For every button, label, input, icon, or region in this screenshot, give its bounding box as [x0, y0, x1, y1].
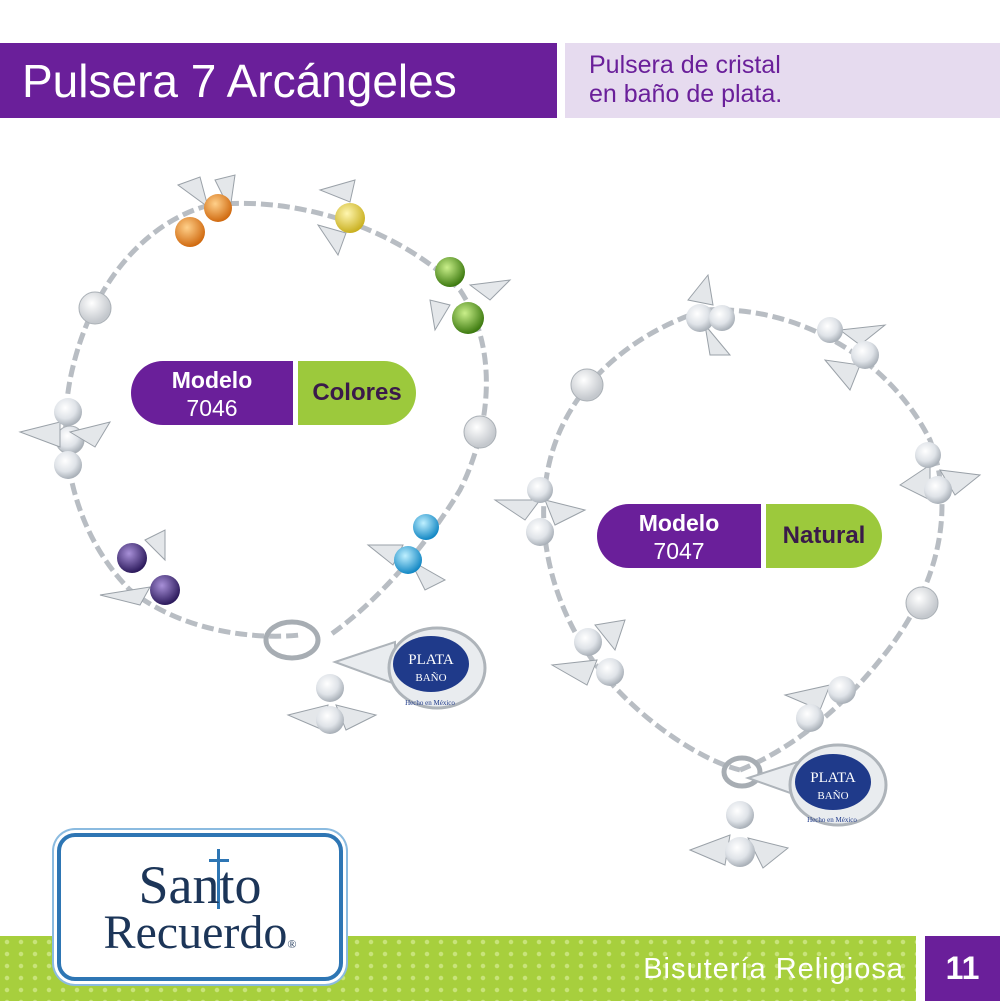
plata-tag-1: PLATA BAÑO Hecho en México	[331, 626, 487, 710]
section-title: Bisutería Religiosa	[643, 953, 904, 985]
model-label-text: Modelo	[638, 510, 720, 536]
subtitle-bar: Pulsera de cristal en baño de plata.	[565, 43, 1000, 118]
angel-natural-pendant	[688, 801, 790, 869]
logo-line-2: Recuerdo®	[61, 907, 339, 970]
model-number: 7047	[653, 538, 705, 564]
page-number: 11	[925, 936, 1000, 1001]
logo-line-1: Santo	[138, 855, 262, 915]
brand-logo: Santo Recuerdo®	[57, 833, 343, 981]
bracelet-7046	[18, 174, 512, 734]
bracelet-7047	[493, 273, 982, 869]
registered-mark: ®	[287, 937, 297, 951]
angel-clear-left	[18, 398, 112, 479]
angel-green	[429, 257, 512, 334]
tag-2-line1: PLATA	[810, 770, 856, 786]
angel-clear-pendant	[286, 674, 378, 734]
angel-natural-1	[686, 273, 735, 356]
title-bar: Pulsera 7 Arcángeles	[0, 43, 557, 118]
model-label-text: Modelo	[171, 367, 253, 393]
subtitle-line-2: en baño de plata.	[589, 80, 783, 108]
plata-tag-2: PLATA BAÑO Hecho en México	[744, 743, 888, 827]
logo-line-2-text: Recuerdo	[103, 906, 288, 959]
subtitle-line-1: Pulsera de cristal	[589, 51, 781, 79]
variant-label: Natural	[766, 504, 882, 568]
angel-blue	[366, 514, 447, 591]
tag-1-line3: Hecho en México	[405, 699, 455, 707]
model-label-7047: Modelo 7047 Natural	[597, 504, 882, 568]
angel-natural-4	[493, 477, 587, 546]
angel-yellow	[316, 179, 365, 257]
subtitle: Pulsera de cristal en baño de plata.	[589, 51, 782, 109]
angel-natural-3	[899, 442, 982, 504]
angel-orange	[175, 174, 236, 247]
model-number-box: Modelo 7047	[597, 504, 761, 568]
angel-purple	[99, 529, 180, 606]
tag-1-line1: PLATA	[408, 652, 454, 668]
angel-natural-5	[550, 619, 626, 686]
tag-2-line3: Hecho en México	[807, 816, 857, 824]
model-label-7046: Modelo 7046 Colores	[131, 361, 416, 425]
model-number: 7046	[186, 395, 238, 421]
angel-natural-6	[783, 676, 856, 732]
page-title: Pulsera 7 Arcángeles	[22, 55, 457, 107]
tag-2-line2: BAÑO	[817, 790, 848, 802]
variant-label: Colores	[298, 361, 416, 425]
tag-1-line2: BAÑO	[415, 672, 446, 684]
cross-icon	[209, 849, 229, 909]
model-number-box: Modelo 7046	[131, 361, 293, 425]
angel-natural-2	[817, 317, 887, 391]
